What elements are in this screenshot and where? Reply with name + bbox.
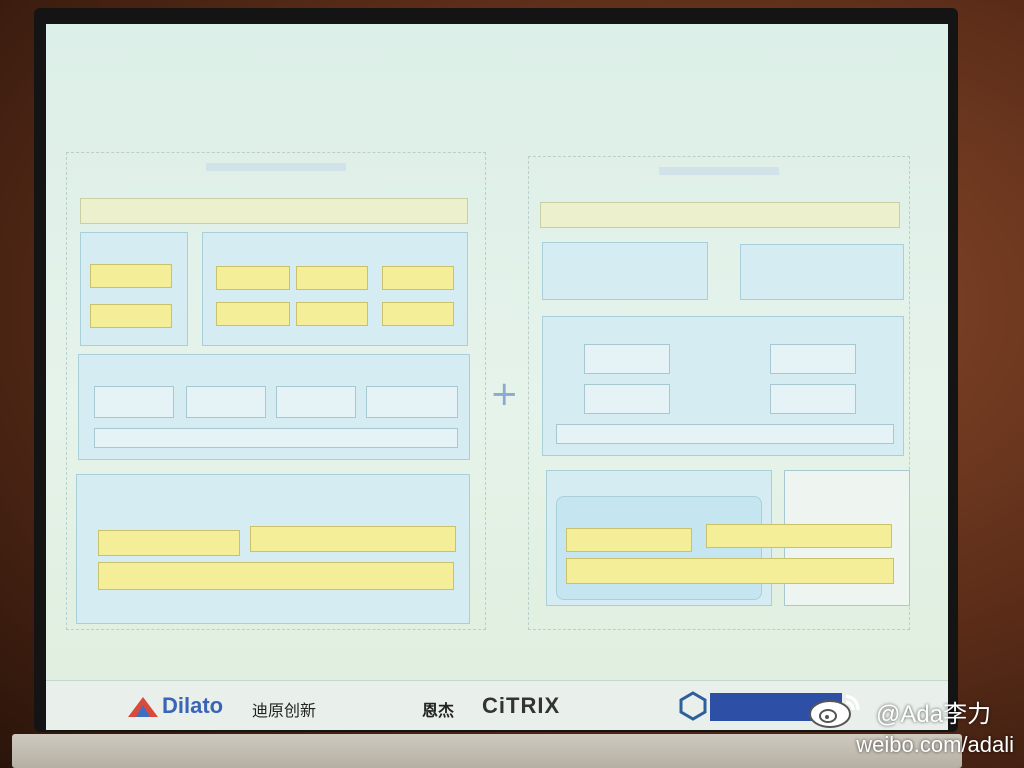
right-resource-item-1 bbox=[584, 344, 670, 374]
dilato-logo-icon bbox=[128, 697, 158, 717]
left-portal-bar bbox=[80, 198, 468, 224]
left-resource-strip bbox=[94, 428, 458, 448]
right-top-box-a bbox=[542, 242, 708, 300]
left-infra-item-3 bbox=[98, 562, 454, 590]
projected-slide: + Dilato 迪原创新 恩杰 CiTRIX bbox=[46, 24, 948, 730]
right-portal-bar bbox=[540, 202, 900, 228]
left-module-a-item-1 bbox=[90, 264, 172, 288]
slide-footer: Dilato 迪原创新 恩杰 CiTRIX bbox=[46, 680, 948, 730]
left-panel-title bbox=[67, 159, 485, 171]
left-module-a-item-2 bbox=[90, 304, 172, 328]
left-module-b-item-2 bbox=[296, 266, 368, 290]
right-infra-item-3 bbox=[566, 558, 894, 584]
left-resource-item-3 bbox=[276, 386, 356, 418]
left-module-b-item-4 bbox=[216, 302, 290, 326]
left-module-b-item-1 bbox=[216, 266, 290, 290]
right-infra-item-1 bbox=[566, 528, 692, 552]
right-resource-strip bbox=[556, 424, 894, 444]
right-panel-title bbox=[529, 163, 909, 175]
right-resource-item-2 bbox=[770, 344, 856, 374]
left-module-b-item-3 bbox=[382, 266, 454, 290]
weibo-logo-icon bbox=[809, 694, 860, 728]
left-resource-item-1 bbox=[94, 386, 174, 418]
left-module-box-a bbox=[80, 232, 188, 346]
ajie-brand-text: 恩杰 bbox=[422, 701, 455, 720]
left-infra-item-2 bbox=[250, 526, 456, 552]
left-infra-item-1 bbox=[98, 530, 240, 556]
right-top-box-b bbox=[740, 244, 904, 300]
citrix-brand-text: CiTRIX bbox=[482, 693, 561, 718]
left-module-b-item-6 bbox=[382, 302, 454, 326]
dilato-brand-text: Dilato bbox=[162, 693, 224, 718]
right-resource-item-3 bbox=[584, 384, 670, 414]
screen-stand-bar bbox=[12, 734, 962, 768]
left-platform-panel bbox=[66, 152, 486, 630]
right-infra-item-2 bbox=[706, 524, 892, 548]
left-resource-item-2 bbox=[186, 386, 266, 418]
dilato-brand-chinese: 迪原创新 bbox=[252, 701, 317, 720]
weibo-url-text: weibo.com/adali bbox=[856, 732, 1014, 757]
right-platform-panel bbox=[528, 156, 910, 630]
left-module-b-item-5 bbox=[296, 302, 368, 326]
weibo-handle-text: @Ada李力 bbox=[876, 701, 992, 728]
right-resource-item-4 bbox=[770, 384, 856, 414]
plus-icon: + bbox=[490, 374, 519, 414]
left-resource-item-4 bbox=[366, 386, 458, 418]
partner-logo-icon bbox=[679, 691, 707, 721]
